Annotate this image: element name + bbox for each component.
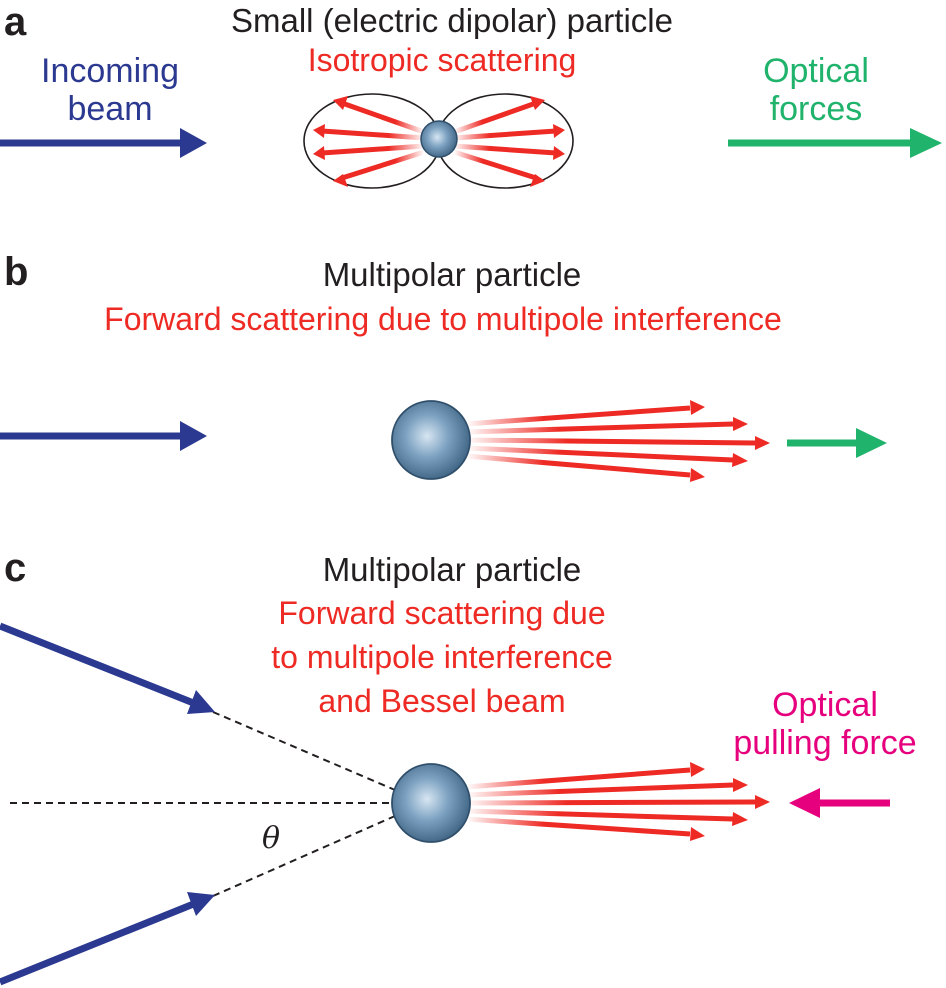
incoming-beam-label-line2: beam	[67, 90, 153, 128]
panel-b-title: Multipolar particle	[322, 256, 582, 293]
small-dipolar-particle	[420, 120, 458, 158]
optical-force-arrowhead-b	[856, 428, 887, 458]
pulling-force-label-line1: Optical	[772, 686, 878, 724]
panel-b	[0, 400, 887, 482]
pulling-force-arrowhead	[789, 788, 820, 818]
panel-a	[0, 93, 942, 189]
panel-c-title: Multipolar particle	[322, 551, 582, 588]
angle-theta-label: θ	[262, 821, 281, 856]
forward-scattering-label-c-line1: Forward scattering due	[278, 595, 606, 631]
incoming-bessel-beam-upper	[0, 622, 198, 708]
optical-forces-label-line1: Optical	[763, 52, 869, 90]
incoming-beam-label-line1: Incoming	[41, 52, 179, 90]
lower-beam-path-dashed	[212, 815, 396, 897]
panel-a-title: Small (electric dipolar) particle	[231, 2, 673, 39]
optical-forces-label-line2: forces	[769, 90, 863, 128]
scattering-lobe-left	[303, 93, 441, 189]
incoming-bessel-arrowhead-lower	[187, 892, 215, 916]
incoming-bessel-arrowhead-upper	[187, 690, 215, 714]
forward-scattering-label-c-line3: and Bessel beam	[318, 683, 566, 719]
incoming-beam-arrowhead-b	[180, 421, 207, 451]
panel-letter-a: a	[4, 0, 27, 44]
panel-letter-c: c	[4, 546, 27, 590]
incoming-bessel-beam-lower	[0, 899, 198, 986]
forward-scattering-label-c-line2: to multipole interference	[271, 639, 613, 675]
multipolar-particle-b	[391, 400, 471, 480]
forward-scattering-label-b: Forward scattering due to multipole inte…	[104, 301, 782, 337]
upper-beam-path-dashed	[212, 711, 396, 791]
optical-force-arrowhead-a	[910, 128, 942, 158]
isotropic-scattering-arrows	[313, 96, 565, 187]
incoming-beam-arrowhead-a	[180, 128, 207, 158]
panel-letter-b: b	[4, 250, 29, 294]
panel-c	[0, 622, 890, 986]
forward-scattering-arrows-b	[465, 400, 770, 482]
multipolar-particle-c	[391, 763, 471, 843]
isotropic-scattering-label: Isotropic scattering	[307, 42, 577, 78]
forward-scattering-arrows-c	[465, 762, 770, 841]
pulling-force-label-line2: pulling force	[733, 724, 917, 762]
